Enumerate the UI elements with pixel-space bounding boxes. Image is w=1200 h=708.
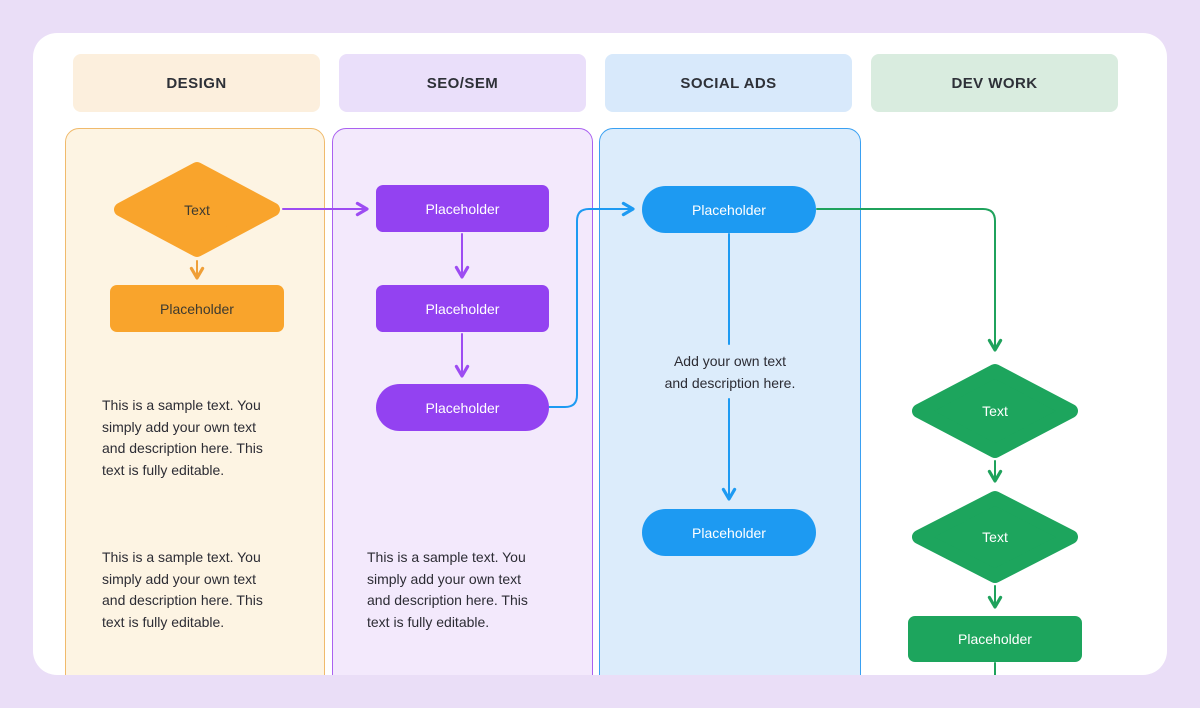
dev-diamond1-node[interactable]: Text — [911, 363, 1079, 459]
whiteboard-card: DESIGN SEO/SEM SOCIAL ADS DEV WORK — [33, 33, 1167, 675]
design-diamond-label: Text — [184, 201, 210, 218]
text-line: and description here. This — [367, 592, 528, 609]
design-rect-node[interactable]: Placeholder — [110, 285, 284, 332]
connector-social-to-dev[interactable] — [816, 208, 1003, 352]
diamond-shape — [114, 162, 280, 257]
text-line: simply add your own text — [102, 570, 257, 587]
text-line: This is a sample text. You — [102, 397, 261, 413]
text-line: and description here. — [664, 374, 796, 391]
lane-header-seo-sem[interactable]: SEO/SEM — [339, 54, 586, 112]
lane-header-social-ads[interactable]: SOCIAL ADS — [605, 54, 852, 112]
diamond-shape — [912, 364, 1078, 458]
connector-layer — [189, 201, 1003, 675]
social-note-text[interactable]: Add your own text and description here. — [599, 351, 861, 394]
design-paragraph-1[interactable]: This is a sample text. You simply add yo… — [102, 395, 263, 481]
text-line: simply add your own text — [102, 418, 257, 435]
social-pill-top-node[interactable]: Placeholder — [642, 186, 816, 233]
dev-rect-node[interactable]: Placeholder — [908, 616, 1082, 662]
connector-seo-to-social[interactable] — [548, 201, 635, 408]
dev-diamond2-label: Text — [982, 529, 1008, 545]
text-line: and description here. This — [102, 592, 263, 609]
lane-header-dev-work[interactable]: DEV WORK — [871, 54, 1118, 112]
text-line: This is a sample text. You — [367, 549, 526, 565]
text-line: simply add your own text — [367, 570, 522, 587]
design-diamond-node[interactable]: Text — [113, 161, 281, 258]
diamond-shape — [912, 491, 1078, 583]
text-line: text is fully editable. — [102, 613, 225, 630]
text-line: text is fully editable. — [102, 461, 225, 478]
dev-diamond2-node[interactable]: Text — [911, 490, 1079, 584]
lane-header-design[interactable]: DESIGN — [73, 54, 320, 112]
seo-box2-node[interactable]: Placeholder — [376, 285, 549, 332]
seo-pill3-node[interactable]: Placeholder — [376, 384, 549, 431]
text-line: text is fully editable. — [367, 613, 490, 630]
design-paragraph-2[interactable]: This is a sample text. You simply add yo… — [102, 547, 263, 633]
social-pill-bottom-node[interactable]: Placeholder — [642, 509, 816, 556]
text-line: This is a sample text. You — [102, 549, 261, 565]
text-line: Add your own text — [673, 353, 787, 369]
dev-diamond1-label: Text — [982, 403, 1008, 419]
seo-box1-node[interactable]: Placeholder — [376, 185, 549, 232]
text-line: and description here. This — [102, 440, 263, 457]
seo-paragraph[interactable]: This is a sample text. You simply add yo… — [367, 547, 528, 633]
